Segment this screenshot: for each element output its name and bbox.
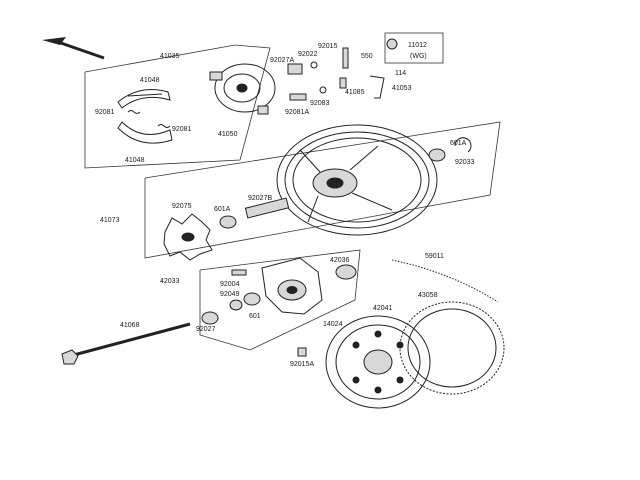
drive-belt <box>391 259 499 303</box>
label-92081a: 92081A <box>285 109 309 116</box>
label-41048-bottom: 41048 <box>125 157 145 164</box>
label-42036: 42036 <box>330 257 350 264</box>
label-601a-right: 601A <box>450 140 467 147</box>
wheel-right-hardware <box>428 137 472 162</box>
label-42033: 42033 <box>160 278 180 285</box>
label-92015a: 92015A <box>290 361 314 368</box>
label-92075: 92075 <box>172 203 192 210</box>
part-labels: 41035 41048 92081 92081 41048 41050 9201… <box>95 42 475 368</box>
label-92027: 92027 <box>196 326 216 333</box>
label-92004: 92004 <box>220 281 240 288</box>
label-92083: 92083 <box>310 100 330 107</box>
label-92022: 92022 <box>298 51 318 58</box>
label-92081-right: 92081 <box>172 126 192 133</box>
label-41048-top: 41048 <box>140 77 160 84</box>
brake-springs <box>127 110 171 128</box>
brake-panel <box>209 63 276 115</box>
hub-damper <box>163 197 290 261</box>
small-hardware-top <box>287 38 398 101</box>
direction-arrow-icon <box>42 37 105 60</box>
rear-wheel <box>276 124 438 236</box>
label-92033: 92033 <box>455 159 475 166</box>
label-114: 114 <box>395 70 406 77</box>
label-11012: 11012 <box>408 42 427 49</box>
brake-shoe-upper <box>117 89 171 109</box>
brake-shoe-lower <box>117 121 173 144</box>
label-601a-left: 601A <box>214 206 231 213</box>
label-601: 601 <box>249 313 261 320</box>
final-drive-pulley <box>297 301 505 409</box>
label-41068: 41068 <box>120 322 140 329</box>
label-41085: 41085 <box>345 89 365 96</box>
label-550: 550 <box>361 53 373 60</box>
label-92081-left: 92081 <box>95 109 115 116</box>
label-region-tag: (WG) <box>410 53 427 60</box>
sprocket-hub <box>229 257 357 315</box>
label-41053: 41053 <box>392 85 412 92</box>
label-14024: 14024 <box>323 321 343 328</box>
label-41035: 41035 <box>160 53 180 60</box>
label-92015-top: 92015 <box>318 43 338 50</box>
label-92049: 92049 <box>220 291 240 298</box>
label-41073: 41073 <box>100 217 120 224</box>
label-42041: 42041 <box>373 305 393 312</box>
label-41050: 41050 <box>218 131 238 138</box>
label-59011: 59011 <box>425 253 444 260</box>
label-43058: 43058 <box>418 292 438 299</box>
rear-axle <box>61 311 219 365</box>
label-92027b: 92027B <box>248 195 272 202</box>
label-92027a: 92027A <box>270 57 294 64</box>
